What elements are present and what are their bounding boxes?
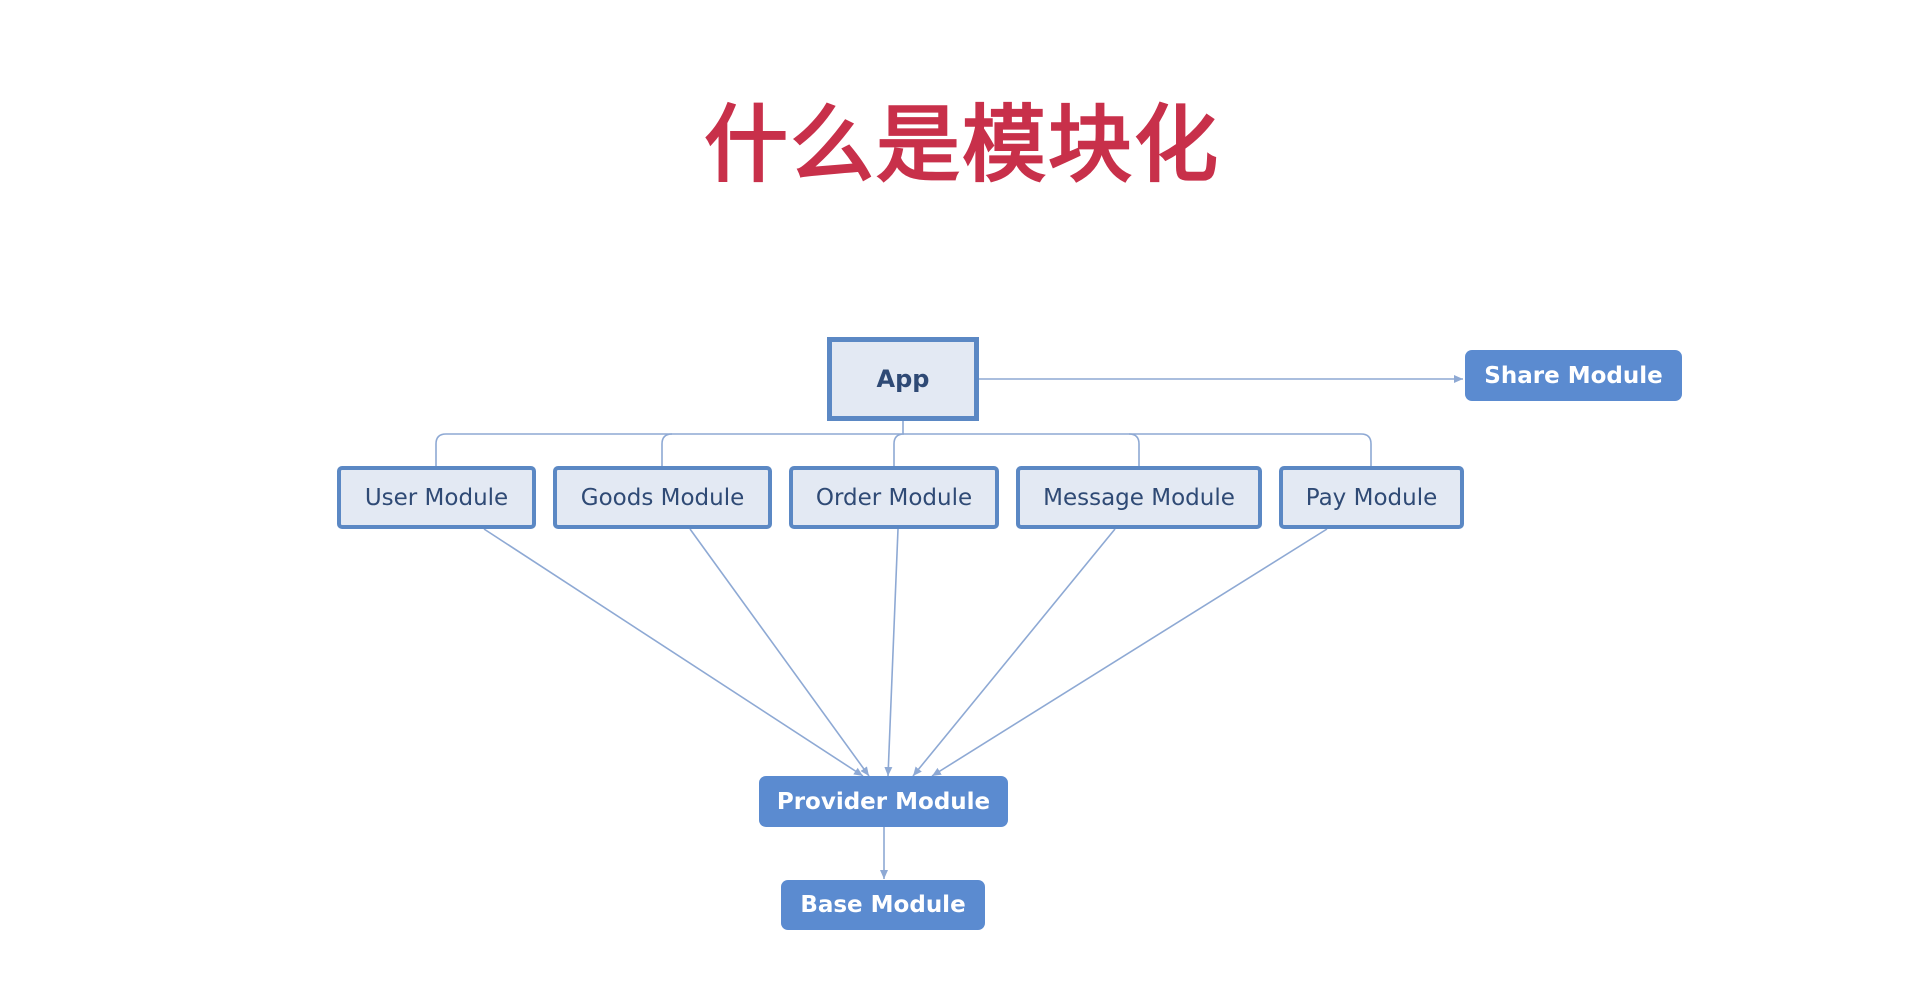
edge-app-to-user (435, 433, 447, 466)
edge-order-to-provider (884, 528, 899, 777)
order-module-node: Order Module (789, 466, 999, 529)
pay-module-node: Pay Module (1279, 466, 1464, 529)
edge-user-to-provider (483, 528, 864, 777)
edge-message-to-provider (912, 528, 1116, 777)
provider-module-node: Provider Module (759, 776, 1008, 827)
message-module-node: Message Module (1016, 466, 1262, 529)
edge-app-to-pay (1360, 433, 1372, 466)
slide-title: 什么是模块化 (703, 96, 1220, 194)
user-module-node: User Module (337, 466, 536, 529)
edge-app-to-message (1128, 433, 1140, 466)
edge-goods-to-provider (689, 528, 870, 777)
edge-app-to-order (893, 433, 905, 466)
app-node: App (827, 337, 979, 421)
edge-app-to-goods (661, 433, 673, 466)
share-module-node: Share Module (1465, 350, 1682, 401)
edge-layer (435, 375, 1463, 879)
edge-pay-to-provider (931, 528, 1328, 777)
goods-module-node: Goods Module (553, 466, 772, 529)
base-module-node: Base Module (781, 880, 985, 930)
